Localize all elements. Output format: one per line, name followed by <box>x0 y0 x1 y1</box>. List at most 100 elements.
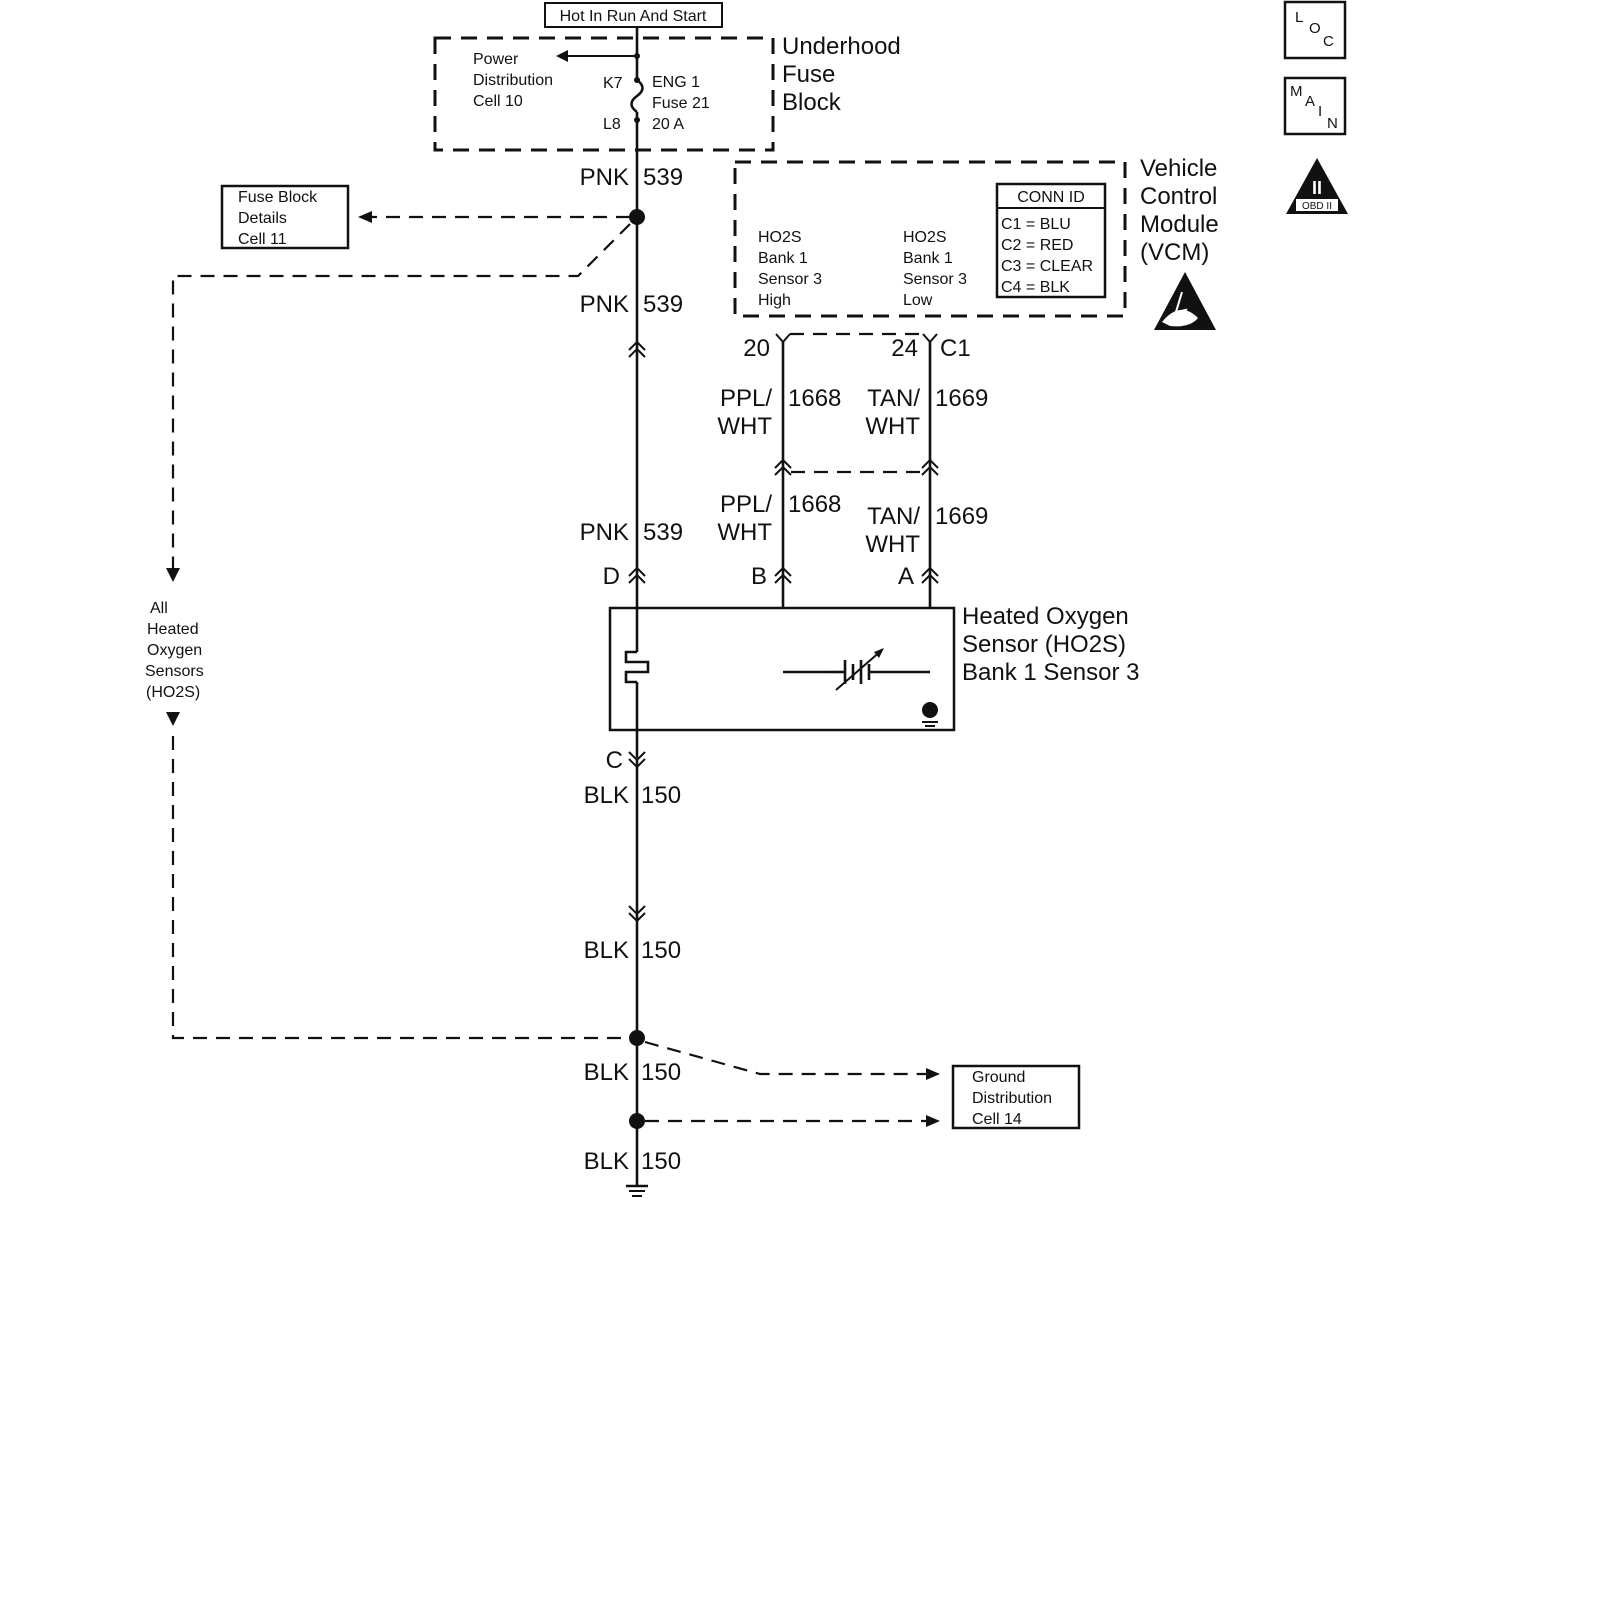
oxygen-sensor-element-icon <box>835 648 884 691</box>
vcm-high-2: Bank 1 <box>758 250 808 267</box>
svg-text:A: A <box>1305 93 1315 110</box>
vcm-low-1: HO2S <box>903 229 947 246</box>
fuse-details-3: Cell 11 <box>238 231 287 248</box>
wire-blk-circuit-4: 150 <box>641 1148 681 1175</box>
fuse-block-details-ref: Fuse Block Details Cell 11 <box>220 184 350 250</box>
conn-id-row-4: C4 = BLK <box>1001 279 1070 296</box>
hot-in-run-label: Hot In Run And Start <box>560 8 707 25</box>
inline-connector-tan-icon <box>921 458 939 476</box>
wire-tan-color-1b: WHT <box>865 413 920 440</box>
ground-ref-1: Ground <box>972 1069 1025 1086</box>
splice-blk-1 <box>629 1030 645 1046</box>
wire-pnk-color-2: PNK <box>580 291 629 318</box>
ground-dist-arrow-2-icon <box>926 1115 940 1127</box>
wire-tan-circuit-2: 1669 <box>935 503 988 530</box>
vcm-pin-20: 20 <box>743 335 770 362</box>
power-ref-1: Power <box>473 51 519 68</box>
esd-warning-icon <box>1154 272 1216 330</box>
sensor-ground-icon <box>922 702 938 718</box>
underhood-fuse-block: Underhood Fuse Block Power Distribution … <box>433 33 901 152</box>
sensor-pin-a: A <box>898 563 914 590</box>
svg-text:L: L <box>1295 9 1303 26</box>
wire-blk-color-2: BLK <box>584 937 629 964</box>
splice-blk-2 <box>629 1113 645 1129</box>
inline-connector-icon <box>628 340 646 358</box>
wire-tan-color-2a: TAN/ <box>867 503 920 530</box>
vcm-high-3: Sensor 3 <box>758 271 822 288</box>
vcm-title-4: (VCM) <box>1140 239 1209 266</box>
hot-in-run-label-box: Hot In Run And Start <box>544 2 723 28</box>
svg-text:M: M <box>1290 83 1303 100</box>
all-ho2s-1: All <box>150 600 168 617</box>
wire-blk-color-1: BLK <box>584 782 629 809</box>
conn-id-row-2: C2 = RED <box>1001 237 1073 254</box>
vcm-low-2: Bank 1 <box>903 250 953 267</box>
splice-pnk <box>629 209 645 225</box>
conn-id-row-3: C3 = CLEAR <box>1001 258 1093 275</box>
power-ref-3: Cell 10 <box>473 93 523 110</box>
pin-k7: K7 <box>603 75 623 92</box>
all-ho2s-5: (HO2S) <box>146 684 200 701</box>
sensor-pin-b: B <box>751 563 767 590</box>
wire-pnk-circuit-2: 539 <box>643 291 683 318</box>
vcm-low-3: Sensor 3 <box>903 271 967 288</box>
inline-connector-ppl-icon <box>774 458 792 476</box>
ground-distribution-ref: Ground Distribution Cell 14 <box>951 1064 1081 1130</box>
fuse-icon <box>630 78 644 114</box>
wire-pnk-circuit-3: 539 <box>643 519 683 546</box>
conn-id-title: CONN ID <box>1017 189 1085 206</box>
vcm-connector-c1: C1 <box>940 335 971 362</box>
wire-ppl-circuit-2: 1668 <box>788 491 841 518</box>
all-ho2s-4: Sensors <box>145 663 204 680</box>
obd-ii-icon: II OBD II <box>1286 158 1348 214</box>
svg-text:OBD II: OBD II <box>1302 201 1332 212</box>
wire-blk-circuit-1: 150 <box>641 782 681 809</box>
wire-blk-color-3: BLK <box>584 1059 629 1086</box>
fuse-label-3: 20 A <box>652 116 684 133</box>
power-ref-2: Distribution <box>473 72 553 89</box>
wire-ppl-color-2a: PPL/ <box>720 491 772 518</box>
sensor-pin-d: D <box>603 563 620 590</box>
wire-ppl-color-1b: WHT <box>717 413 772 440</box>
all-ho2s-down-arrow-icon <box>166 568 180 582</box>
ground-ref-2: Distribution <box>972 1090 1052 1107</box>
wire-blk-circuit-3: 150 <box>641 1059 681 1086</box>
fuse-details-1: Fuse Block <box>238 189 318 206</box>
vcm-title-2: Control <box>1140 183 1217 210</box>
ground-dist-arrow-1-icon <box>926 1068 940 1080</box>
sensor-pin-c: C <box>606 747 623 774</box>
vcm-high-4: High <box>758 292 791 309</box>
vcm-low-4: Low <box>903 292 933 309</box>
sensor-title-1: Heated Oxygen <box>962 603 1129 630</box>
vcm-title-1: Vehicle <box>1140 155 1217 182</box>
vcm-pin-24: 24 <box>891 335 918 362</box>
svg-text:O: O <box>1309 20 1321 37</box>
all-ho2s-3: Oxygen <box>147 642 202 659</box>
fuse-details-arrow-icon <box>358 211 372 223</box>
wire-tan-circuit-1: 1669 <box>935 385 988 412</box>
all-ho2s-ref: All Heated Oxygen Sensors (HO2S) <box>145 600 204 701</box>
fuse-label-2: Fuse 21 <box>652 95 710 112</box>
pin-l8: L8 <box>603 116 621 133</box>
conn-id-row-1: C1 = BLU <box>1001 216 1071 233</box>
svg-text:II: II <box>1312 178 1322 198</box>
heater-element-icon <box>624 650 650 684</box>
wire-ppl-color-2b: WHT <box>717 519 772 546</box>
wire-pnk-color-1: PNK <box>580 164 629 191</box>
main-icon: M A I N <box>1283 76 1347 136</box>
wire-blk-circuit-2: 150 <box>641 937 681 964</box>
fuse-label-1: ENG 1 <box>652 74 700 91</box>
wire-pnk-color-3: PNK <box>580 519 629 546</box>
svg-text:I: I <box>1318 103 1322 120</box>
sensor-title-2: Sensor (HO2S) <box>962 631 1126 658</box>
ho2s-sensor-box <box>608 570 956 758</box>
all-ho2s-2: Heated <box>147 621 199 638</box>
inline-connector-blk-icon <box>628 905 646 923</box>
sensor-title-3: Bank 1 Sensor 3 <box>962 659 1139 686</box>
fuse-block-title-1: Underhood <box>782 33 901 60</box>
wire-ppl-color-1a: PPL/ <box>720 385 772 412</box>
fuse-block-title-2: Fuse <box>782 61 835 88</box>
power-dist-arrow-icon <box>556 50 568 62</box>
svg-text:N: N <box>1327 115 1338 132</box>
